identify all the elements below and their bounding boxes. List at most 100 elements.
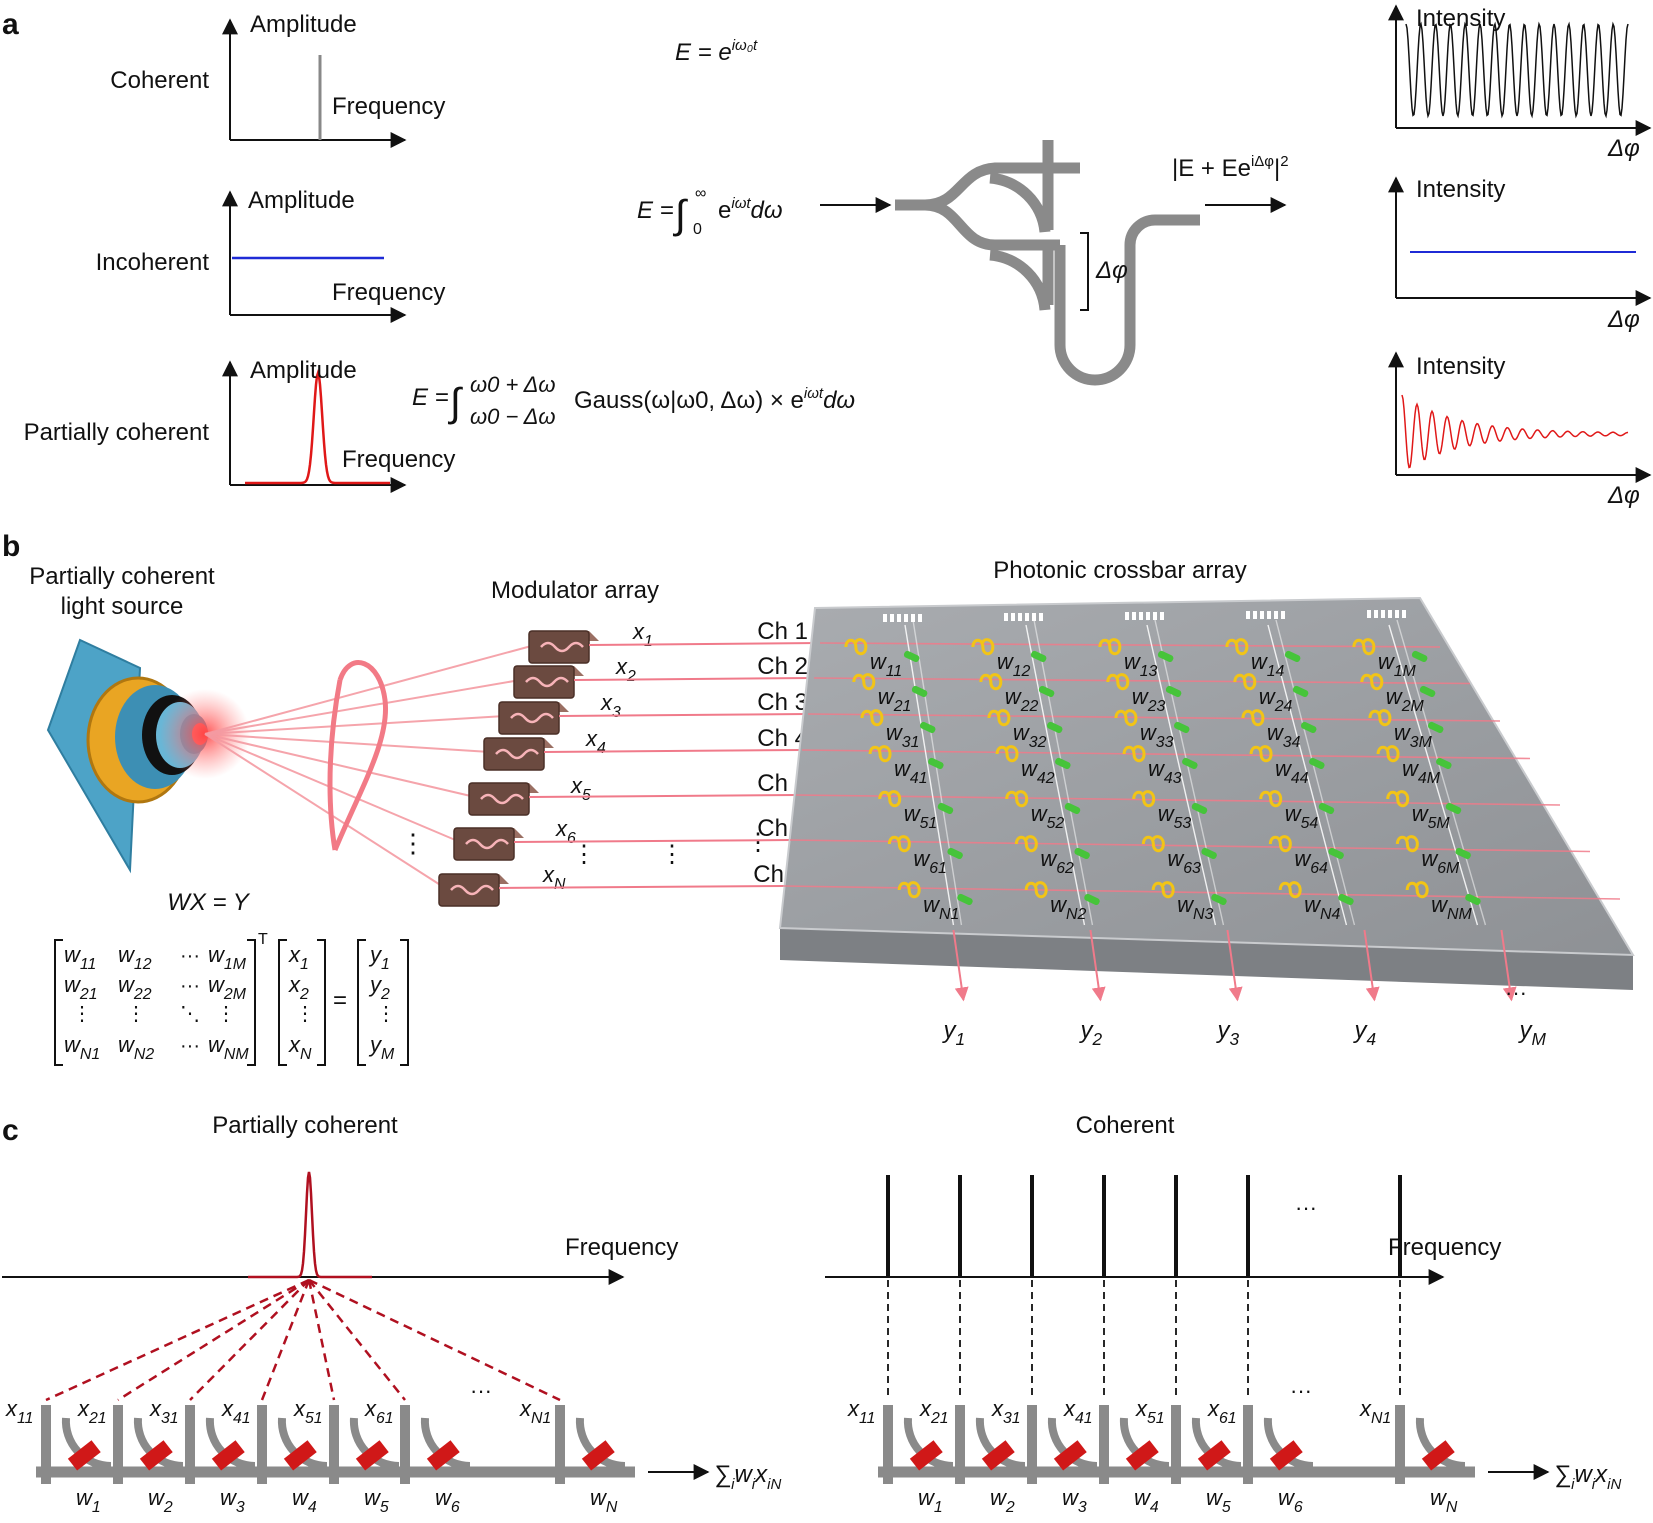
contact-pad [1153,612,1157,620]
contact-pad [904,614,908,622]
channel-waveguide [573,677,815,681]
output-ellipsis: ··· [1505,980,1527,1005]
panel-c-left-title: Partially coherent [212,1112,398,1139]
panel-c-right-title: Coherent [1076,1112,1175,1139]
weight-label: w13 [1124,649,1158,680]
crossbar-cell [1395,835,1471,860]
svg-text:ω0 + Δω: ω0 + Δω [470,372,556,397]
input-label: x41 [1063,1396,1093,1427]
weight-label: wN [590,1485,618,1516]
weight-label: w14 [1251,649,1285,680]
spectrum-partially-coherent: Amplitude Frequency Partially coherent [24,357,455,493]
crossbar-cell [987,709,1063,734]
matrix-entry: wNM [208,1032,249,1063]
channel-waveguide [588,642,821,646]
fanout-dash [260,1279,311,1401]
output-arrow [1500,929,1517,1002]
weight-label: w3 [220,1485,245,1516]
modulator-label: Modulator array [491,577,659,604]
weighted-sum: ∑iwixiN [1554,1461,1621,1493]
ylabel: Amplitude [248,187,355,214]
column-waveguide [1154,619,1225,926]
equals-sign: = [333,987,347,1014]
input-label: x31 [149,1396,179,1427]
crossbar-cell [1405,881,1481,906]
chain-ellipsis: ··· [1290,1378,1312,1403]
wave-packet [327,660,389,851]
crossbar-cell [868,745,944,770]
output-label: y2 [1078,1017,1102,1049]
contact-pad [1146,612,1150,620]
weight-label: w12 [997,649,1031,680]
channel-waveguides [498,642,821,889]
crossbar-cell [844,638,920,663]
contact-pad [1367,610,1371,618]
crossbar-cell [971,638,1047,663]
crossbar-cell [1151,881,1227,906]
output-arrow [1363,929,1380,1002]
weight-label: wN4 [1304,892,1340,923]
input-label: x61 [364,1396,394,1427]
contact-pad [1267,611,1271,619]
mac-cell [400,1405,471,1484]
input-label: xN [542,862,566,893]
svg-text:∫: ∫ [448,381,464,425]
modulator [528,630,599,664]
mac-cell [955,1405,1026,1484]
svg-text:E = eiω₀t: E = eiω₀t [675,37,758,66]
panel-letter-b: b [2,530,20,563]
weight-label: w2M [1386,684,1425,715]
crossbar-cell [897,881,973,906]
svg-text:E =: E = [637,197,674,224]
spectrum-name: Partially coherent [24,419,210,446]
channel-waveguide [558,713,809,717]
input-label: x41 [221,1396,251,1427]
row-waveguide [813,677,1471,685]
vector-y-entry: yM [368,1032,395,1063]
weight-label: w5 [1206,1485,1231,1516]
vector-x-entry: xN [288,1032,312,1063]
channel-label: Ch 2 [757,653,808,680]
chain-ellipsis: ··· [470,1378,492,1403]
crossbar-chip [778,596,1635,990]
channel-waveguide [543,749,803,753]
channel-waveguide [498,885,785,889]
xlabel: Δφ [1607,482,1640,509]
contact-pad [1032,613,1036,621]
intensity-plot-incoherent: Intensity Δφ [1388,176,1652,333]
row-waveguide [795,794,1561,806]
matrix-entry: w2M [208,972,247,1003]
spectrum-name: Coherent [110,67,209,94]
crossbar-cell [1376,745,1452,770]
input-label: x5 [570,773,591,804]
weight-label: w4 [1134,1485,1159,1516]
xlabel: Frequency [332,93,445,120]
ylabel: Intensity [1416,176,1505,203]
crossbar-cell [1225,638,1301,663]
xlabel: Frequency [342,446,455,473]
beam-ellipsis: ⋮ [400,828,426,858]
mac-cell [1027,1405,1098,1484]
weight-label: w34 [1267,720,1301,751]
panel-letter-a: a [2,8,19,41]
weight-label: w54 [1285,801,1319,832]
output-arrow [1089,929,1106,1002]
weight-label: w24 [1259,684,1293,715]
weighted-sum: ∑iwixiN [714,1461,781,1493]
crossbar-cell [1114,709,1190,734]
mac-cell [329,1405,400,1484]
spectrum-coherent: Amplitude Frequency Coherent [110,11,445,148]
svg-text:∫: ∫ [673,193,689,237]
crossbar-cell [1241,709,1317,734]
input-label: x61 [1207,1396,1237,1427]
crossbar-cell [878,790,954,815]
weight-label: w43 [1148,756,1182,787]
weight-label: w5 [364,1485,389,1516]
weight-label: wN2 [1050,892,1086,923]
weight-label: w53 [1158,801,1192,832]
transpose-symbol: T [258,931,268,948]
crossbar-cell [1268,835,1344,860]
row-waveguide [819,642,1441,648]
input-label: xN1 [519,1396,551,1427]
